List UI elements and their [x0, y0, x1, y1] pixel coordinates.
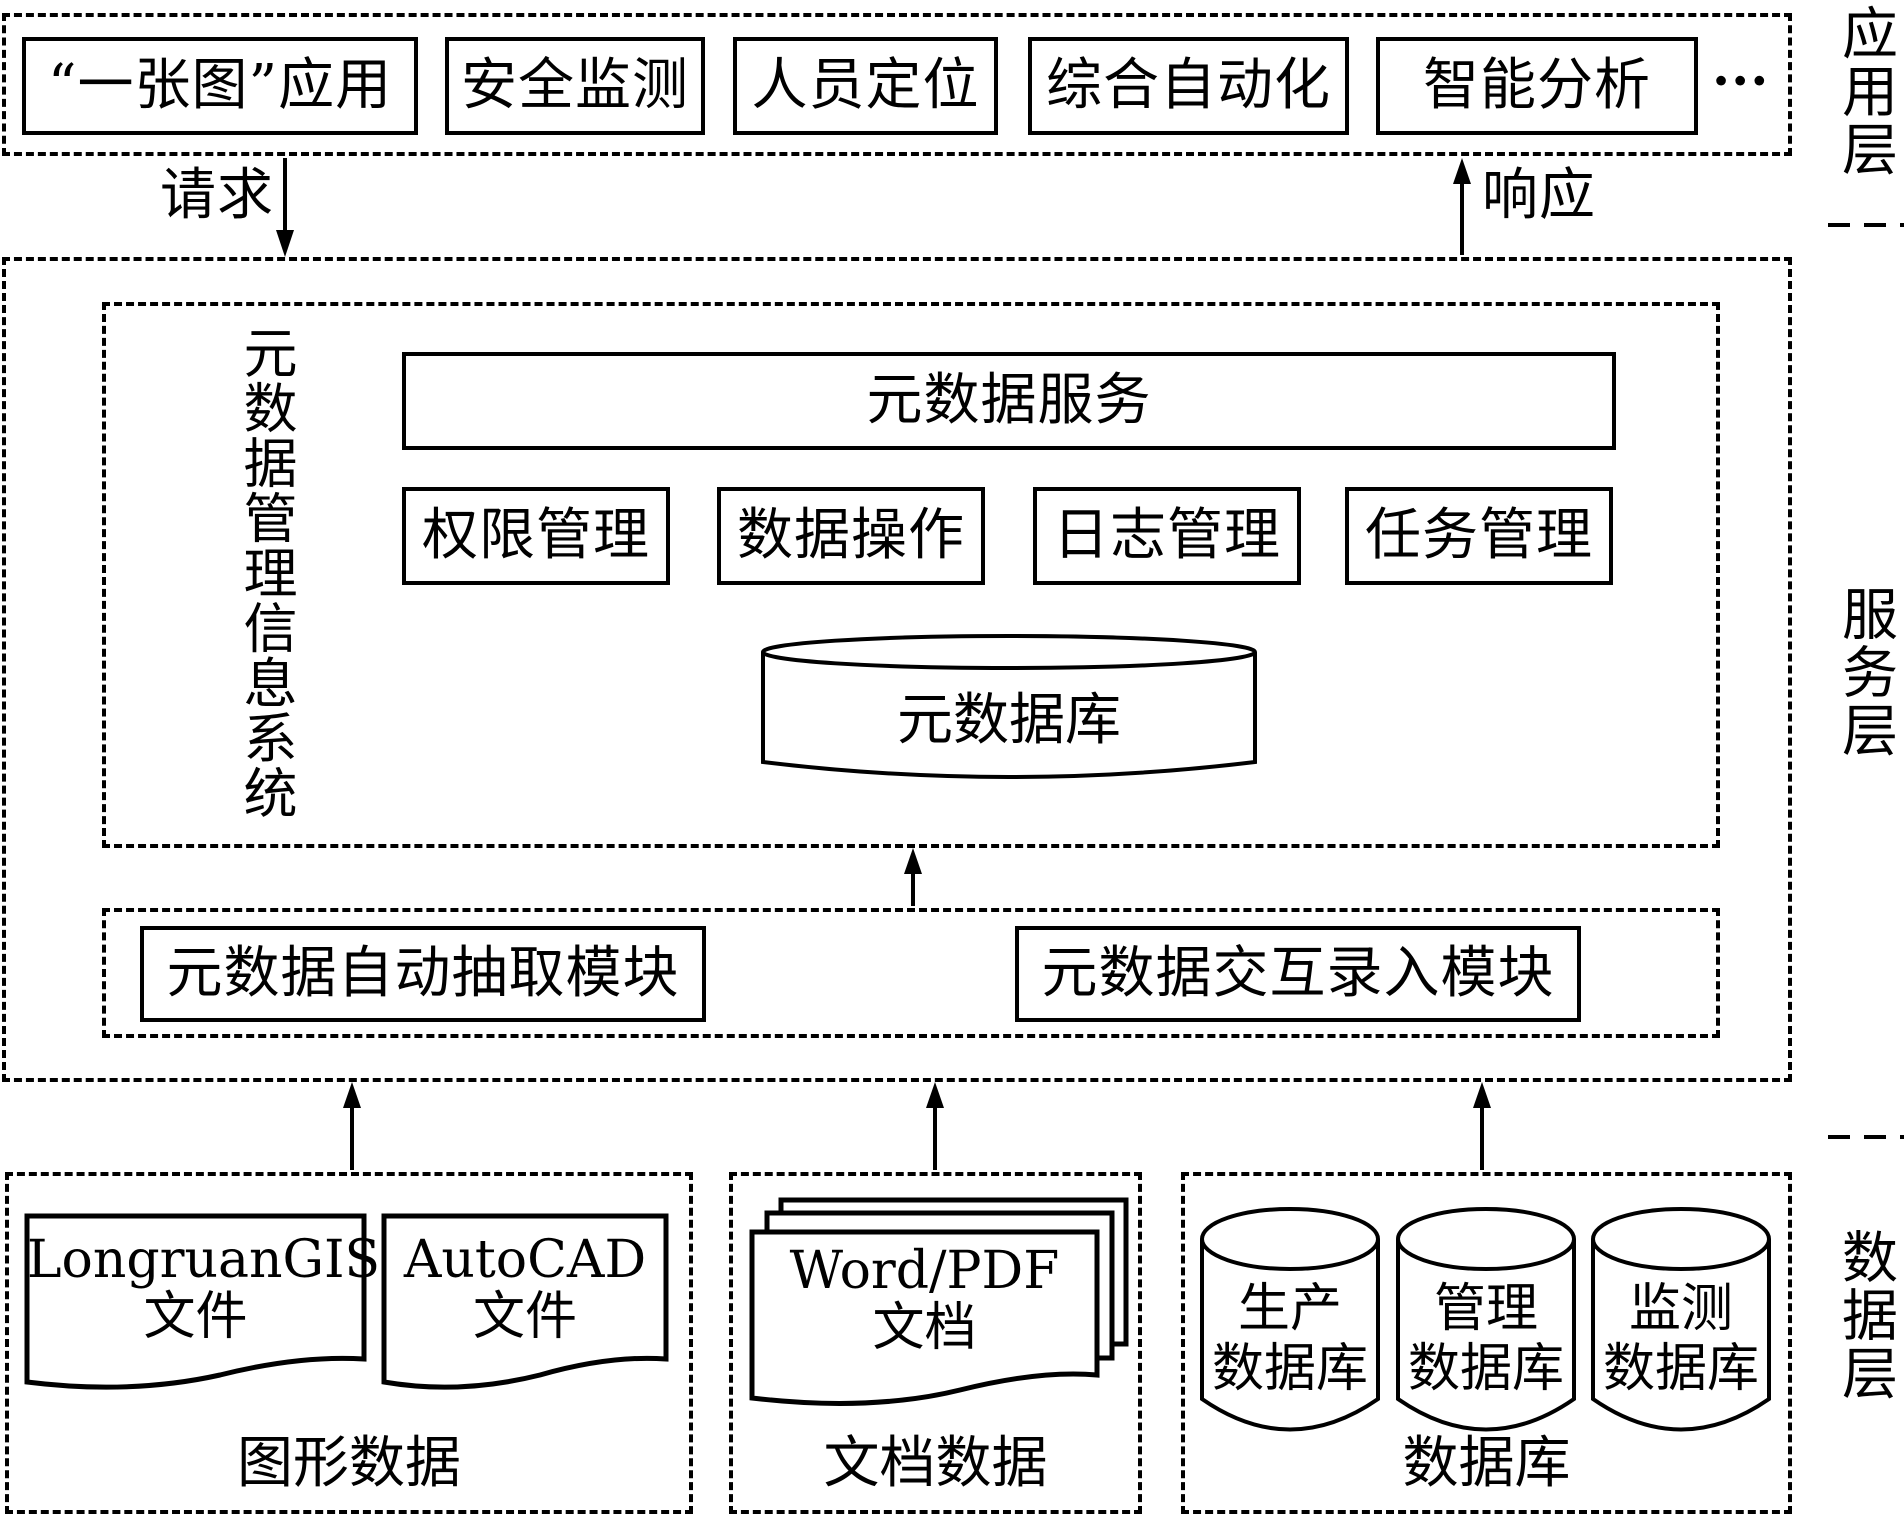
file-type: 文件	[472, 1287, 577, 1348]
document-data-caption: 文档数据	[823, 1431, 1048, 1496]
function-label: 权限管理	[422, 503, 650, 568]
function-data-operation[interactable]: 数据操作	[717, 487, 985, 585]
function-task-management[interactable]: 任务管理	[1345, 487, 1613, 585]
autocad-file-label: AutoCAD 文件	[384, 1230, 666, 1348]
function-label: 任务管理	[1365, 503, 1593, 568]
app-label: “一张图”应用	[47, 53, 393, 118]
function-label: 日志管理	[1053, 503, 1281, 568]
document-to-service-arrow	[926, 1082, 944, 1170]
doc-type: 文档	[872, 1298, 977, 1359]
longruangis-file-label: LongruanGIS 文件	[27, 1230, 381, 1348]
graphic-data-caption: 图形数据	[237, 1431, 461, 1496]
database-caption: 数据库	[1402, 1431, 1571, 1496]
service-layer-group	[2, 257, 1792, 1082]
request-arrow	[276, 158, 294, 257]
database-to-service-arrow	[1473, 1082, 1491, 1170]
metadata-db-label: 元数据库	[897, 688, 1121, 753]
layer-label-text: 应用层	[1832, 4, 1898, 178]
database-group	[1181, 1172, 1792, 1514]
layer-label-data: 数据层	[1830, 1228, 1900, 1402]
db-name: 管理	[1433, 1279, 1538, 1339]
module-label: 元数据交互录入模块	[1041, 941, 1555, 1006]
management-db-label: 管理 数据库	[1398, 1279, 1574, 1400]
module-interactive-entry[interactable]: 元数据交互录入模块	[1015, 926, 1581, 1022]
function-permission-management[interactable]: 权限管理	[402, 487, 670, 585]
mis-title: 元数据管理信息系统	[234, 325, 302, 825]
response-label: 响应	[1482, 163, 1596, 228]
module-label: 元数据自动抽取模块	[166, 941, 680, 1006]
modules-group	[102, 908, 1720, 1038]
db-name: 生产	[1237, 1279, 1342, 1339]
response-arrow	[1453, 158, 1471, 255]
app-one-map[interactable]: “一张图”应用	[22, 37, 418, 135]
file-type: 文件	[143, 1287, 248, 1348]
monitoring-db-label: 监测 数据库	[1593, 1279, 1769, 1400]
word-pdf-doc-label: Word/PDF 文档	[752, 1241, 1097, 1359]
db-type: 数据库	[1211, 1338, 1368, 1399]
doc-name: Word/PDF	[789, 1241, 1060, 1301]
app-label: 智能分析	[1423, 53, 1651, 118]
more-ellipsis: ···	[1712, 51, 1770, 112]
app-label: 安全监测	[461, 53, 689, 118]
function-label: 数据操作	[737, 503, 965, 568]
module-auto-extraction[interactable]: 元数据自动抽取模块	[140, 926, 706, 1022]
app-personnel-positioning[interactable]: 人员定位	[733, 37, 998, 135]
function-log-management[interactable]: 日志管理	[1033, 487, 1301, 585]
file-name: AutoCAD	[403, 1230, 647, 1290]
app-integrated-automation[interactable]: 综合自动化	[1028, 37, 1349, 135]
metadata-service-label: 元数据服务	[866, 368, 1152, 433]
layer-label-text: 数据层	[1832, 1228, 1898, 1402]
db-type: 数据库	[1602, 1338, 1759, 1399]
app-label: 人员定位	[751, 53, 980, 118]
metadata-service[interactable]: 元数据服务	[402, 352, 1616, 450]
request-label: 请求	[160, 163, 274, 228]
layer-label-service: 服务层	[1830, 585, 1900, 759]
graphic-to-service-arrow	[343, 1082, 361, 1170]
graphic-data-group	[5, 1172, 693, 1514]
app-safety-monitoring[interactable]: 安全监测	[445, 37, 705, 135]
app-intelligent-analysis[interactable]: 智能分析	[1376, 37, 1698, 135]
production-db-label: 生产 数据库	[1202, 1279, 1378, 1400]
db-type: 数据库	[1407, 1338, 1564, 1399]
metadata-mis-group	[102, 302, 1720, 848]
mis-title-text: 元数据管理信息系统	[234, 325, 297, 820]
layer-label-text: 服务层	[1832, 585, 1898, 759]
application-layer-group	[2, 13, 1792, 156]
app-label: 综合自动化	[1046, 53, 1331, 118]
layer-label-application: 应用层	[1830, 4, 1900, 178]
document-data-group	[729, 1172, 1142, 1514]
file-name: LongruanGIS	[27, 1230, 381, 1290]
db-name: 监测	[1628, 1279, 1733, 1339]
